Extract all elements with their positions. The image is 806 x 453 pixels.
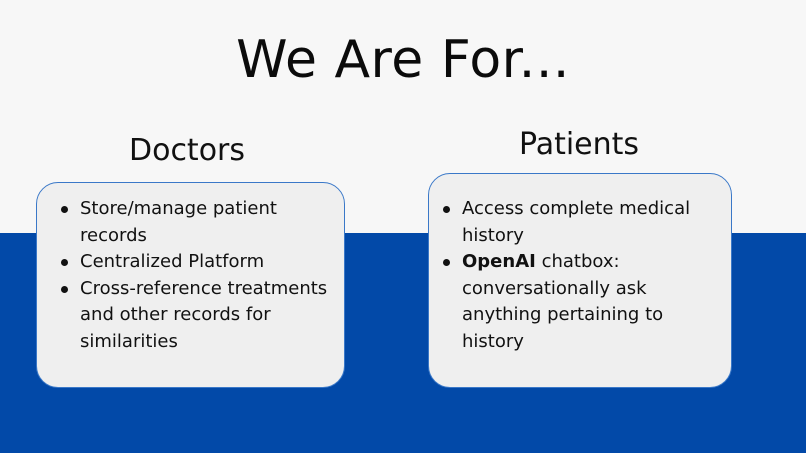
slide-title: We Are For... [236, 30, 570, 90]
patients-heading: Patients [518, 127, 640, 162]
doctors-bullet-item: Cross-reference treatments and other rec… [61, 276, 341, 356]
doctors-bullet-list: Store/manage patient records Centralized… [61, 196, 341, 355]
patients-bullet-list: Access complete medical history OpenAI c… [443, 196, 728, 355]
doctors-bullet-item: Store/manage patient records [61, 196, 341, 249]
doctors-bullet-item: Centralized Platform [61, 249, 341, 276]
openai-emphasis: OpenAI [462, 251, 536, 272]
patients-card: Access complete medical history OpenAI c… [428, 173, 732, 388]
patients-bullet-item: OpenAI chatbox: conversationally ask any… [443, 249, 728, 355]
doctors-heading: Doctors [128, 133, 246, 168]
patients-bullet-item: Access complete medical history [443, 196, 728, 249]
doctors-card: Store/manage patient records Centralized… [36, 182, 345, 388]
openai-bullet-text: chatbox: conversationally ask anything p… [462, 251, 664, 352]
